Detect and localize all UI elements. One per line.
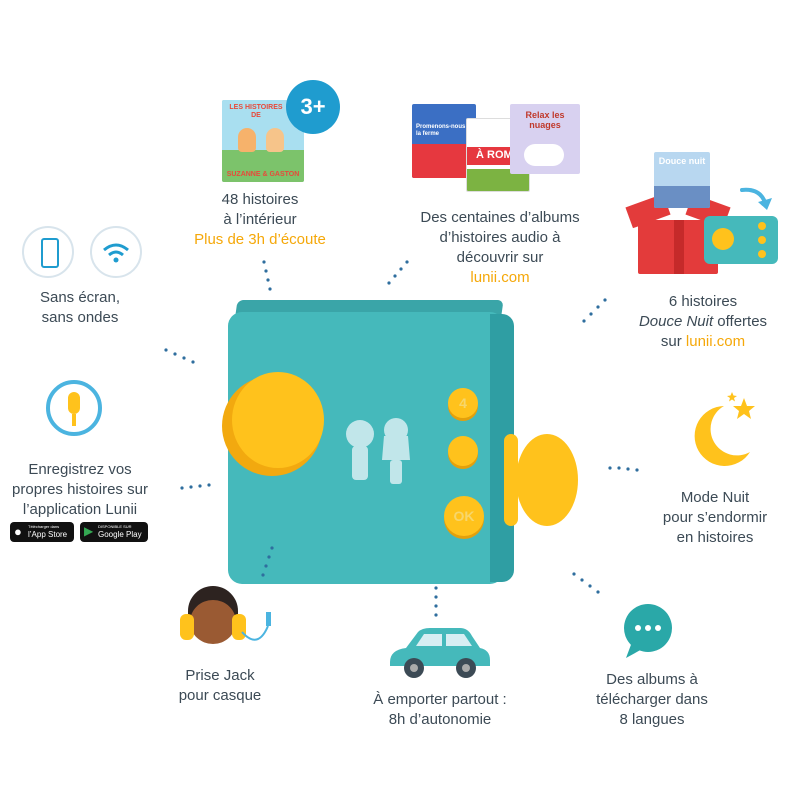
- volume-wheel-face[interactable]: [232, 372, 324, 468]
- connector-dots-douce-nuit: [582, 298, 607, 323]
- album-clouds-title: Relax les nuages: [525, 110, 565, 130]
- button-4-label: 4: [459, 395, 467, 411]
- moon-stars-icon: [694, 392, 755, 466]
- connector-dots-screen: [164, 348, 195, 364]
- car-caption: À emporter partout : 8h d’autonomie: [350, 690, 530, 730]
- record-caption: Enregistrez vos propres histoires sur l’…: [0, 460, 160, 520]
- douce-nuit-prefix: sur: [660, 333, 686, 350]
- child-headphones-icon: [176, 586, 286, 656]
- age-badge: 3+: [286, 80, 340, 134]
- wifi-icon: [103, 243, 129, 263]
- button-4[interactable]: 4: [448, 388, 478, 418]
- connector-dots-jack: [261, 546, 274, 577]
- languages-line2: télécharger dans: [596, 691, 708, 708]
- book-title-2: DE: [251, 112, 261, 119]
- child-figure-a: [238, 128, 256, 152]
- stories-line1: 48 histoires: [221, 191, 299, 208]
- app-store-small: Télécharger dans: [28, 524, 60, 529]
- lunii-device: 4 OK: [222, 300, 518, 590]
- record-line1: Enregistrez vos: [28, 461, 132, 478]
- douce-nuit-book: Douce nuit: [654, 152, 710, 208]
- book-title-3: SUZANNE & GASTON: [226, 171, 300, 178]
- connector-dots-languages: [572, 572, 600, 594]
- button-ok[interactable]: OK: [444, 496, 484, 536]
- douce-nuit-link[interactable]: lunii.com: [685, 333, 746, 350]
- screen-caption: Sans écran, sans ondes: [20, 288, 140, 328]
- book-grass: [222, 150, 304, 182]
- car-icon: [390, 628, 490, 678]
- app-store-big: l’App Store: [28, 530, 68, 539]
- record-line2: propres histoires sur: [12, 481, 148, 498]
- connector-dots-stories: [262, 260, 272, 291]
- stories-line2: à l’intérieur: [223, 211, 297, 228]
- night-line2: pour s’endormir: [662, 509, 768, 526]
- screen-line1: Sans écran,: [39, 289, 121, 306]
- albums-link[interactable]: lunii.com: [470, 269, 530, 286]
- douce-nuit-caption: 6 histoires Douce Nuit offertes sur luni…: [618, 292, 788, 352]
- albums-line2: d’histoires audio à: [439, 229, 561, 246]
- book-title-1: LES HISTOIRES: [229, 104, 283, 111]
- mini-lunii-device: [704, 216, 778, 264]
- night-line3: en histoires: [676, 529, 754, 546]
- side-wheel-knob[interactable]: [516, 434, 578, 526]
- douce-nuit-line3: sur lunii.com: [618, 332, 788, 352]
- google-play-button[interactable]: ▶ DISPONIBLE SUR Google Play: [80, 522, 148, 542]
- album-cover-farm: Promenons-nous à la ferme: [412, 104, 476, 178]
- connector-dots-night: [608, 466, 639, 472]
- no-screen-icon: [22, 226, 74, 278]
- google-play-small: DISPONIBLE SUR: [98, 524, 132, 529]
- apple-icon: ●: [14, 524, 22, 539]
- car-line2: 8h d’autonomie: [388, 711, 492, 728]
- languages-caption: Des albums à télécharger dans 8 langues: [572, 670, 732, 730]
- night-line1: Mode Nuit: [680, 489, 750, 506]
- age-badge-label: 3+: [300, 94, 326, 119]
- arrow-icon: [740, 187, 772, 210]
- connector-dots-record: [180, 483, 211, 490]
- record-line3: l’application Lunii: [22, 501, 138, 518]
- side-wheel[interactable]: [504, 434, 518, 526]
- album-farm-title: Promenons-nous à la ferme: [416, 124, 471, 137]
- microphone-icon: [46, 380, 102, 436]
- album-rome-title: À ROME: [476, 149, 520, 161]
- douce-nuit-line1: 6 histoires: [668, 293, 738, 310]
- connector-dots-car: [434, 586, 438, 617]
- jack-cable-icon: [241, 612, 271, 641]
- connector-dots-albums: [387, 260, 409, 285]
- app-store-button[interactable]: ● Télécharger dans l’App Store: [10, 522, 74, 542]
- stories-highlight: Plus de 3h d’écoute: [194, 231, 326, 248]
- languages-line1: Des albums à: [606, 671, 698, 688]
- stories-caption: 48 histoires à l’intérieur Plus de 3h d’…: [160, 190, 360, 250]
- jack-line2: pour casque: [178, 687, 262, 704]
- albums-caption: Des centaines d’albums d’histoires audio…: [390, 208, 610, 288]
- douce-nuit-book-title: Douce nuit: [658, 156, 706, 166]
- play-icon: ▶: [84, 524, 94, 538]
- chat-bubble-icon: [624, 604, 672, 658]
- night-caption: Mode Nuit pour s’endormir en histoires: [640, 488, 790, 548]
- jack-line1: Prise Jack: [185, 667, 255, 684]
- no-wifi-icon: [90, 226, 142, 278]
- google-play-big: Google Play: [98, 530, 142, 539]
- button-ok-label: OK: [453, 508, 475, 524]
- button-middle[interactable]: [448, 436, 478, 466]
- languages-line3: 8 langues: [619, 711, 685, 728]
- album-cover-rome: À ROME: [466, 118, 530, 192]
- jack-caption: Prise Jack pour casque: [160, 666, 280, 706]
- douce-nuit-line2-rest: offertes: [713, 313, 768, 330]
- douce-nuit-line2: Douce Nuit offertes: [618, 312, 788, 332]
- albums-line1: Des centaines d’albums: [420, 209, 580, 226]
- car-line1: À emporter partout :: [373, 691, 507, 708]
- children-logo-icon: [346, 418, 410, 484]
- douce-nuit-italic: Douce Nuit: [638, 313, 714, 330]
- album-cover-clouds: Relax les nuages: [510, 104, 580, 174]
- child-figure-b: [266, 128, 284, 152]
- screen-line2: sans ondes: [41, 309, 119, 326]
- albums-line3: découvrir sur: [456, 249, 544, 266]
